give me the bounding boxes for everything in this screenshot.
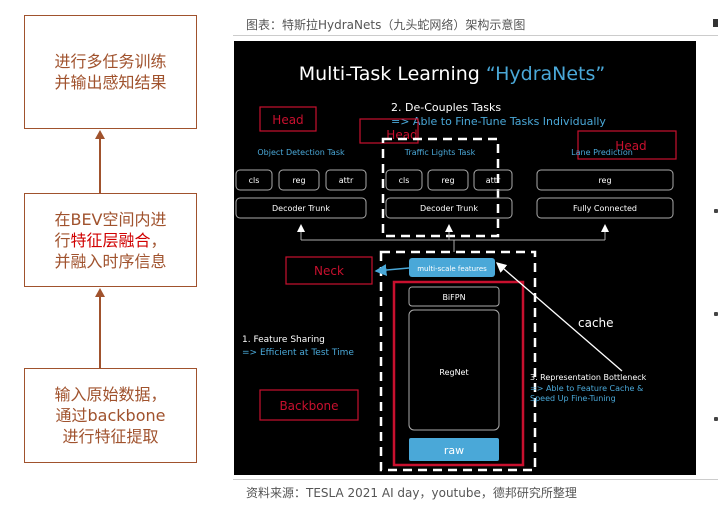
cropped-bullet-3 bbox=[714, 417, 718, 421]
cropped-bullet-2 bbox=[714, 312, 718, 316]
backbone-label: Backbone bbox=[279, 399, 338, 413]
highlight-feature-fusion: 特征层融合 bbox=[70, 230, 151, 250]
hydranet-diagram: Multi-Task Learning“HydraNets” 2. De-Cou… bbox=[234, 41, 696, 475]
head-label-1: Head bbox=[272, 113, 303, 127]
flow-arrow-head-2 bbox=[95, 288, 105, 297]
trunk-obj: Decoder Trunk bbox=[272, 204, 330, 213]
flow-arrow-line-2 bbox=[99, 296, 101, 368]
task-title-traffic: Traffic Lights Task bbox=[404, 148, 476, 157]
flow-step-output: 进行多任务训练 并输出感知结果 bbox=[24, 15, 197, 129]
msf-box bbox=[409, 258, 495, 277]
decouple-title: 2. De-Couples Tasks bbox=[391, 101, 501, 114]
figure-caption: 图表：特斯拉HydraNets（九头蛇网络）架构示意图 bbox=[246, 18, 526, 32]
backbone-red-box bbox=[392, 280, 525, 467]
flow-arrow-head-1 bbox=[95, 130, 105, 139]
neck-label-box bbox=[285, 256, 373, 285]
head-obj-cls: cls bbox=[249, 176, 260, 185]
head-box-obj-attr bbox=[325, 169, 367, 191]
raw-label: raw bbox=[444, 444, 464, 457]
decouple-subtitle: => Able to Fine-Tune Tasks Individually bbox=[391, 115, 606, 128]
neck-label: Neck bbox=[314, 264, 344, 278]
head-label-3: Head bbox=[615, 139, 646, 153]
task-title-lane: Lane Prediction bbox=[571, 148, 633, 157]
trunk-box-lane bbox=[536, 197, 674, 219]
flow-step-fusion-line2: 行特征层融合， bbox=[54, 230, 167, 250]
head-box-obj-reg bbox=[278, 169, 320, 191]
head-box-lane-reg bbox=[536, 169, 674, 191]
cropped-bullet-1 bbox=[714, 209, 718, 213]
flow-step-input-line3: 进行特征提取 bbox=[62, 427, 159, 446]
feature-sharing-title: 1. Feature Sharing bbox=[242, 335, 325, 345]
backbone-label-box bbox=[259, 389, 359, 421]
raw-box bbox=[409, 438, 499, 461]
head-label-2: Head bbox=[386, 128, 417, 142]
bottleneck-sub2: Speed Up Fine-Tuning bbox=[530, 394, 616, 403]
trunk-box-obj bbox=[235, 197, 367, 219]
bifpn-label: BiFPN bbox=[442, 293, 465, 302]
flow-step-input-line2: 通过backbone bbox=[55, 406, 166, 425]
caption-rule bbox=[233, 35, 718, 36]
head-box-obj-cls bbox=[235, 169, 273, 191]
head-dashed-region bbox=[381, 137, 500, 238]
head-label-box-1 bbox=[259, 106, 317, 132]
trunk-tl: Decoder Trunk bbox=[420, 204, 478, 213]
head-lane-reg: reg bbox=[598, 176, 611, 185]
head-tl-attr: attr bbox=[486, 176, 501, 185]
head-obj-reg: reg bbox=[292, 176, 305, 185]
flow-step-fusion-line1: 在BEV空间内进 bbox=[54, 209, 167, 229]
head-label-box-3 bbox=[577, 130, 677, 160]
bottleneck-sub1: => Able to Feature Cache & bbox=[530, 384, 643, 393]
msf-label: multi-scale features bbox=[417, 265, 487, 273]
backbone-dashed-region bbox=[379, 250, 537, 472]
bottleneck-title: 3. Representation Bottleneck bbox=[530, 373, 647, 382]
regnet-box bbox=[408, 309, 500, 431]
head-label-box-2 bbox=[359, 118, 419, 144]
diagram-title: Multi-Task Learning“HydraNets” bbox=[299, 63, 606, 85]
head-box-tl-reg bbox=[427, 169, 469, 191]
trunk-lane: Fully Connected bbox=[573, 204, 637, 213]
head-box-tl-attr bbox=[473, 169, 513, 191]
flow-step-output-line1: 进行多任务训练 bbox=[54, 52, 167, 71]
cache-arrow bbox=[496, 262, 623, 372]
figure-source: 资料来源：TESLA 2021 AI day，youtube，德邦研究所整理 bbox=[246, 486, 577, 500]
cropped-glyph bbox=[713, 19, 718, 27]
flow-arrow-line-1 bbox=[99, 138, 101, 193]
flow-step-fusion-line3: 并融入时序信息 bbox=[54, 251, 167, 271]
task-title-object: Object Detection Task bbox=[257, 148, 345, 157]
regnet-label: RegNet bbox=[439, 368, 468, 377]
flow-step-fusion: 在BEV空间内进 行特征层融合， 并融入时序信息 bbox=[24, 193, 197, 287]
flow-step-input-line1: 输入原始数据， bbox=[54, 385, 167, 404]
flow-step-output-line2: 并输出感知结果 bbox=[54, 73, 167, 92]
flow-step-input: 输入原始数据， 通过backbone 进行特征提取 bbox=[24, 368, 197, 463]
head-obj-attr: attr bbox=[339, 176, 354, 185]
neck-arrow bbox=[374, 264, 410, 277]
trunk-box-tl bbox=[385, 197, 513, 219]
bifpn-box bbox=[408, 286, 500, 307]
source-rule bbox=[233, 479, 718, 480]
head-tl-reg: reg bbox=[441, 176, 454, 185]
head-tl-cls: cls bbox=[399, 176, 410, 185]
feature-sharing-sub: => Efficient at Test Time bbox=[242, 348, 354, 358]
head-box-tl-cls bbox=[385, 169, 423, 191]
cache-label: cache bbox=[578, 316, 614, 330]
